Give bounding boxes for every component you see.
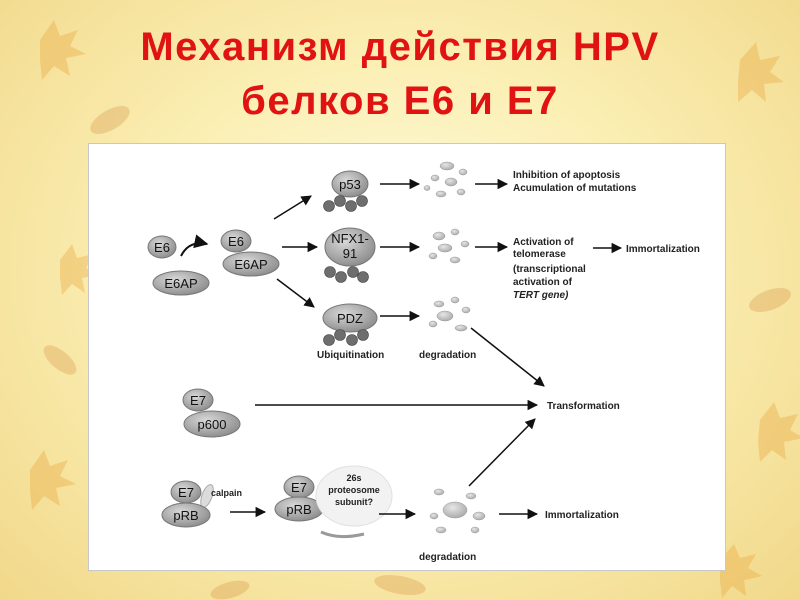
p600-protein bbox=[183, 410, 241, 438]
p53-protein bbox=[331, 170, 369, 198]
nfx-outcome-line-2: telomerase bbox=[513, 249, 566, 260]
proteasome-line-2: proteosome bbox=[328, 485, 380, 495]
arrow-prb-transformation bbox=[468, 418, 536, 487]
immortalization-top: Immortalization bbox=[626, 244, 700, 255]
p53-outcome-line-1: Inhibition of apoptosis bbox=[513, 170, 621, 181]
degradation-prb-label: degradation bbox=[419, 552, 476, 563]
pdz-protein bbox=[322, 303, 378, 333]
proteasome-line-3: subunit? bbox=[335, 497, 373, 507]
nfx1-91-label-line-2: 91 bbox=[343, 246, 357, 261]
immortalization-bottom: Immortalization bbox=[545, 510, 619, 521]
diagram-panel: E6 E6AP E6 E6AP p53 Inhibition of apopto… bbox=[88, 143, 726, 571]
binding-curve-arrow bbox=[180, 234, 209, 257]
e6-complex-label: E6 bbox=[228, 234, 244, 249]
nfx-outcome-line-3: (transcriptional bbox=[513, 264, 586, 275]
prb-free-label: pRB bbox=[173, 508, 198, 523]
proteasome-shadow bbox=[320, 530, 365, 539]
prb-degradation-fragments bbox=[429, 488, 486, 534]
nfx-degradation-fragments bbox=[428, 228, 470, 264]
proteasome-subunit bbox=[315, 465, 393, 527]
calpain-label: calpain bbox=[211, 488, 242, 498]
slide-title-line-1: Механизм действия HPV bbox=[140, 25, 660, 69]
e6ap-free-protein bbox=[152, 270, 210, 296]
prb-free-protein bbox=[161, 502, 211, 528]
arrow-to-pdz bbox=[276, 278, 315, 308]
nfx1-91-label-line-1: NFX1- bbox=[331, 231, 369, 246]
arrow-pdz-transformation bbox=[470, 327, 545, 387]
e6ap-complex-protein bbox=[222, 251, 280, 277]
e6ap-complex-label: E6AP bbox=[234, 257, 267, 272]
nfx-outcome-line-4: activation of bbox=[513, 277, 573, 288]
e6ap-free-label: E6AP bbox=[164, 276, 197, 291]
prb-complex-label: pRB bbox=[286, 502, 311, 517]
e7-prb-free-label: E7 bbox=[178, 485, 194, 500]
nfx-ubiquitin-chain bbox=[324, 266, 369, 283]
hpv-mechanism-diagram: E6 E6AP E6 E6AP p53 Inhibition of apopto… bbox=[147, 161, 700, 563]
pdz-degradation-fragments bbox=[428, 296, 471, 332]
p53-ubiquitin-chain bbox=[323, 195, 368, 212]
transformation-label: Transformation bbox=[547, 401, 620, 412]
ubiquitination-label: Ubiquitination bbox=[317, 350, 384, 361]
nfx-outcome-line-5: TERT gene) bbox=[513, 290, 569, 301]
e7-p600-protein bbox=[182, 388, 214, 412]
nfx-outcome-line-1: Activation of bbox=[513, 237, 574, 248]
e6-free-label: E6 bbox=[154, 240, 170, 255]
slide-title-line-2: белков E6 и E7 bbox=[241, 79, 559, 123]
degradation-pdz-label: degradation bbox=[419, 350, 476, 361]
e7-prb-complex-label: E7 bbox=[291, 480, 307, 495]
slide-title: Механизм действия HPV белков E6 и E7 bbox=[0, 20, 800, 128]
pdz-ubiquitin-chain bbox=[323, 329, 369, 346]
e6-complex-protein bbox=[220, 229, 252, 253]
nfx1-91-protein bbox=[324, 227, 376, 267]
p600-label: p600 bbox=[198, 417, 227, 432]
p53-label: p53 bbox=[339, 177, 361, 192]
e6-free-protein bbox=[147, 235, 177, 259]
e7-p600-label: E7 bbox=[190, 393, 206, 408]
p53-outcome-line-2: Acumulation of mutations bbox=[513, 183, 637, 194]
p53-degradation-fragments bbox=[423, 161, 468, 198]
pdz-label: PDZ bbox=[337, 311, 363, 326]
proteasome-line-1: 26s bbox=[346, 473, 361, 483]
arrow-to-p53 bbox=[273, 195, 312, 220]
